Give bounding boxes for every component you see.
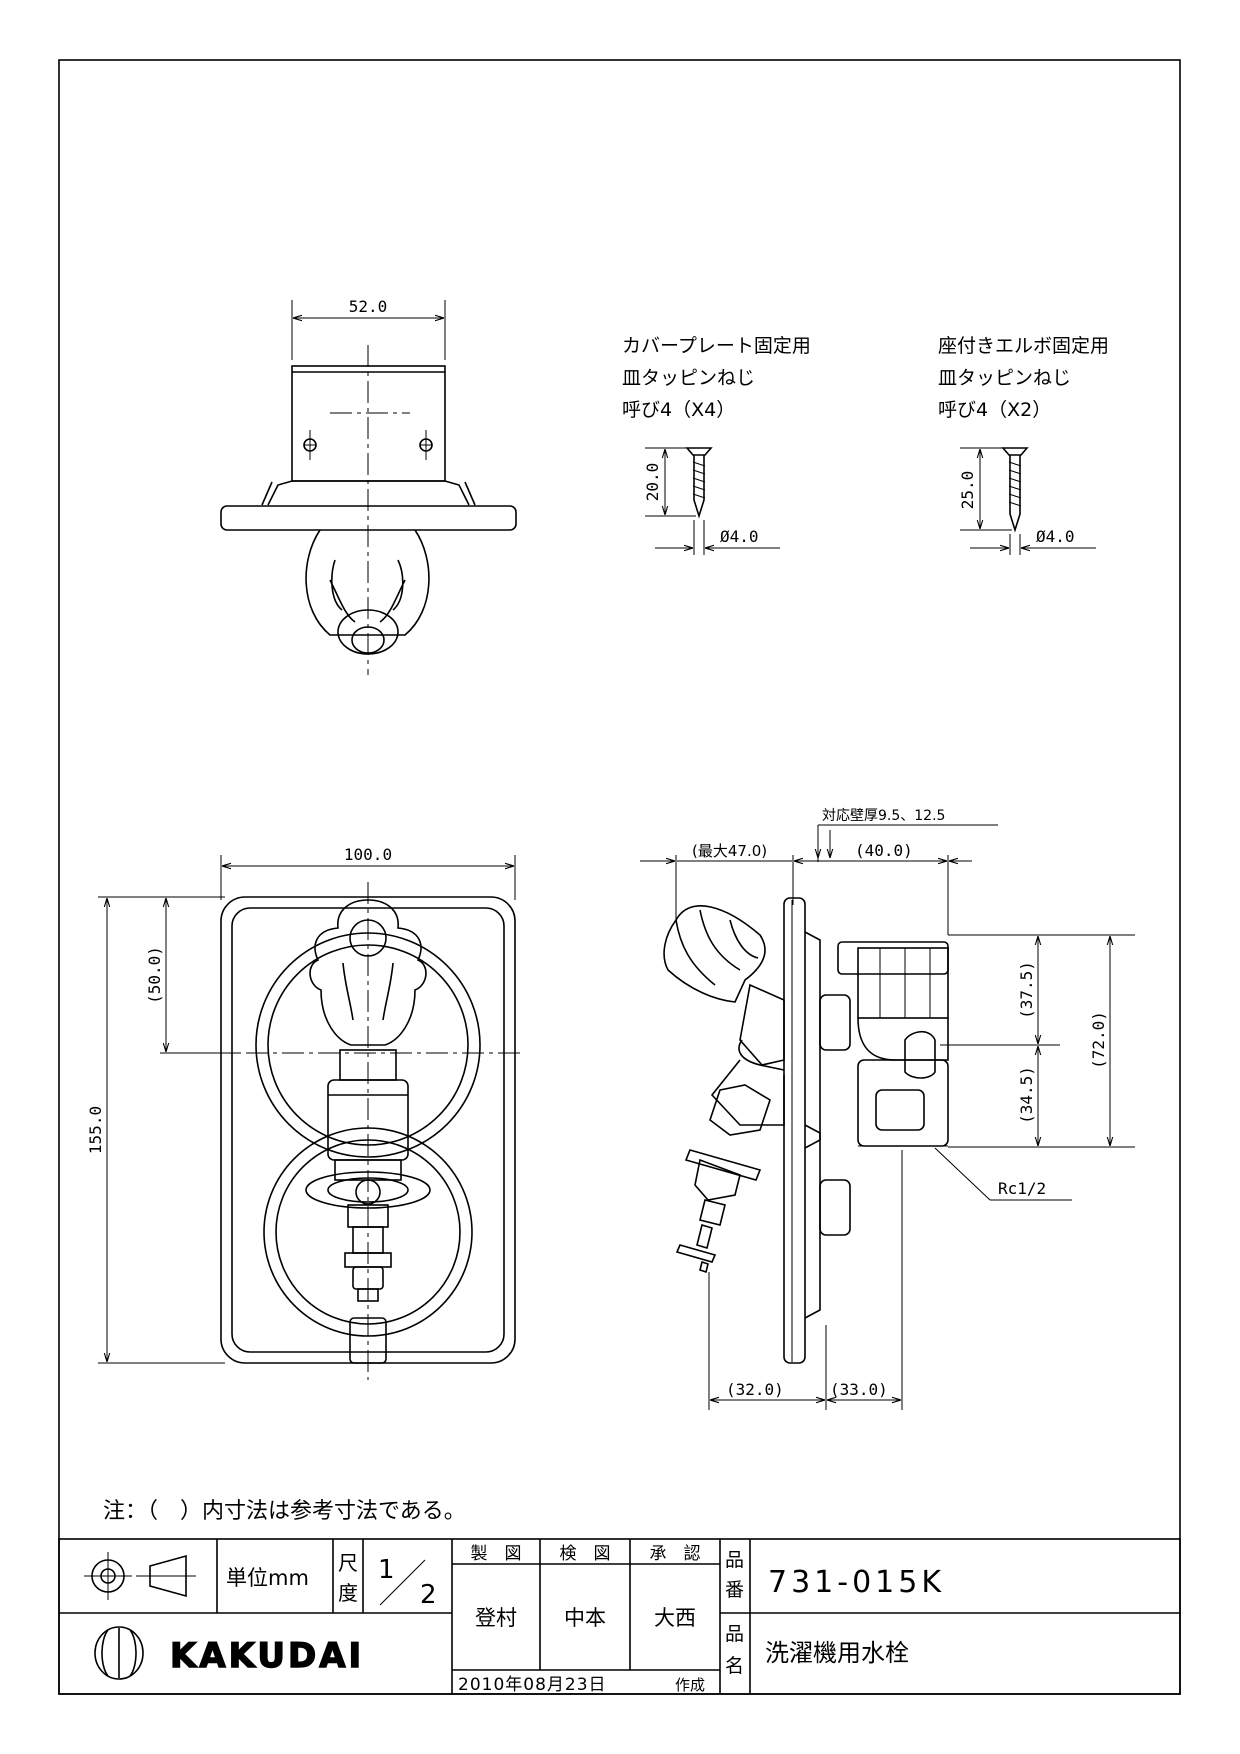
scale-numerator: 1	[378, 1555, 395, 1585]
created-label: 作成	[675, 1676, 705, 1694]
screw-elbow-length: 25.0	[958, 471, 977, 510]
screw-cover-length: 20.0	[643, 463, 662, 502]
top-width-dim: 52.0	[349, 297, 388, 316]
company-name: KAKUDAI	[170, 1636, 364, 1676]
title-block: 単位mm 尺 度 1 2 製 図 検 図 承 認 登村 中本 大西 品 番 73…	[58, 1538, 1181, 1695]
side-lower-height: (34.5)	[1017, 1066, 1036, 1124]
side-bottom-left: (32.0)	[726, 1380, 784, 1399]
checked-by: 中本	[564, 1606, 606, 1630]
screw-elbow-diameter: Ø4.0	[1036, 527, 1075, 546]
unit-label: 単位mm	[226, 1566, 309, 1590]
kakudai-logo: KAKUDAI	[94, 1626, 364, 1680]
screw-elbow-line1: 座付きエルボ固定用	[938, 335, 1109, 357]
side-wall-thickness: 対応壁厚9.5、12.5	[822, 808, 945, 824]
screw-cover-diameter: Ø4.0	[720, 527, 759, 546]
dimension-note: 注：（ ）内寸法は参考寸法である。	[103, 1499, 466, 1524]
screw-cover-line1: カバープレート固定用	[622, 335, 811, 357]
part-no: 731-015K	[768, 1565, 945, 1600]
screw-elbow-line2: 皿タッピンねじ	[938, 367, 1071, 389]
side-upper-height: (37.5)	[1017, 961, 1036, 1019]
top-view: 52.0	[220, 297, 517, 675]
checked-label: 検 図	[560, 1544, 611, 1564]
drawing-border	[58, 59, 1181, 1695]
approved-label: 承 認	[650, 1544, 701, 1564]
side-max-depth: (最大47.0)	[692, 842, 767, 860]
part-name: 洗濯機用水栓	[765, 1639, 909, 1667]
front-view: 100.0 155.0 (50.0)	[86, 845, 525, 1380]
screw-cover-line3: 呼び4（X4）	[622, 399, 735, 421]
front-height-dim: 155.0	[86, 1106, 105, 1154]
screw-elbow-group: 座付きエルボ固定用 皿タッピンねじ 呼び4（X2） 25.0 Ø4.0	[938, 335, 1109, 555]
screw-cover-line2: 皿タッピンねじ	[622, 367, 755, 389]
side-view: 対応壁厚9.5、12.5 (最大47.0) (40.0)	[640, 808, 1135, 1410]
part-no-label-bottom: 番	[725, 1579, 744, 1601]
projection-symbol-icon	[84, 1552, 196, 1600]
part-name-label-top: 品	[725, 1623, 744, 1645]
front-width-dim: 100.0	[344, 845, 392, 864]
screw-elbow-line3: 呼び4（X2）	[938, 399, 1051, 421]
scale-label-bottom: 度	[338, 1581, 358, 1605]
drawn-by: 登村	[475, 1606, 517, 1630]
scale-denominator: 2	[420, 1580, 437, 1610]
side-thread: Rc1/2	[998, 1179, 1046, 1198]
screw-cover-group: カバープレート固定用 皿タッピンねじ 呼び4（X4） 20.0 Ø4.0	[622, 335, 811, 555]
part-no-label-top: 品	[725, 1549, 744, 1571]
drawing-date: 2010年08月23日	[458, 1675, 607, 1695]
side-total-height: (72.0)	[1089, 1011, 1108, 1069]
side-depth-right: (40.0)	[855, 841, 913, 860]
front-center-dim: (50.0)	[145, 946, 164, 1004]
approved-by: 大西	[654, 1606, 696, 1630]
part-name-label-bottom: 名	[725, 1655, 744, 1677]
drawn-label: 製 図	[471, 1544, 522, 1564]
side-bottom-right: (33.0)	[830, 1380, 888, 1399]
scale-label-top: 尺	[338, 1551, 358, 1575]
